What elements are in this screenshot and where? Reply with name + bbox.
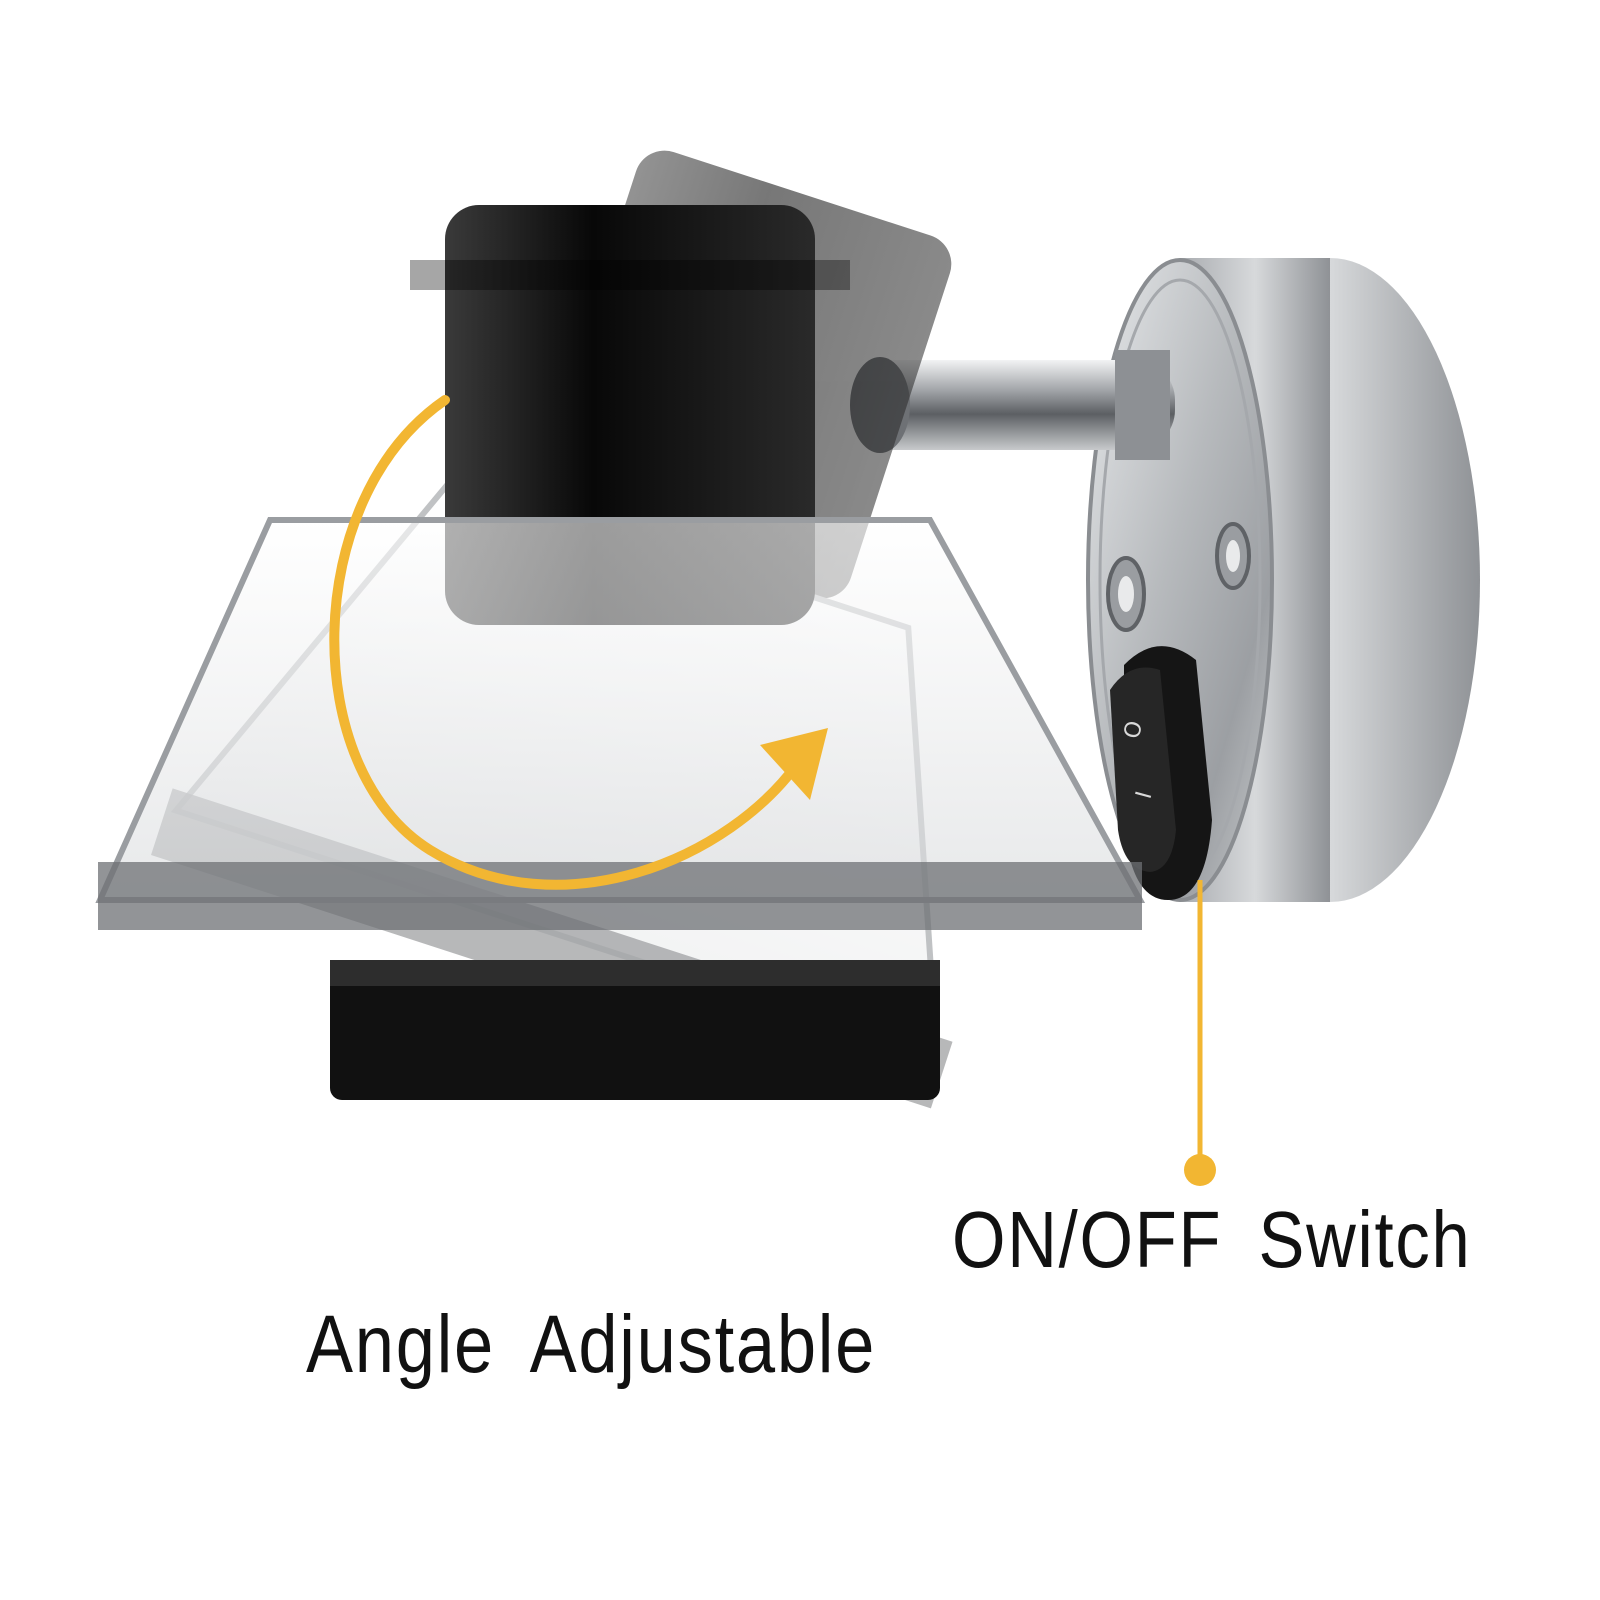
- screw-icon: [1215, 522, 1251, 590]
- angle-caption: Angle Adjustable: [306, 1299, 877, 1390]
- leader-dot-icon: [1184, 880, 1216, 1186]
- rocker-switch[interactable]: O I: [1110, 646, 1212, 900]
- switch-caption: ON/OFF Switch: [952, 1195, 1472, 1284]
- lamp-head: [95, 205, 1146, 1100]
- swivel-arm: [850, 350, 1175, 460]
- switch-on-symbol: O: [1120, 718, 1149, 741]
- screw-icon: [1106, 556, 1146, 632]
- curved-arrow-icon: [329, 395, 828, 890]
